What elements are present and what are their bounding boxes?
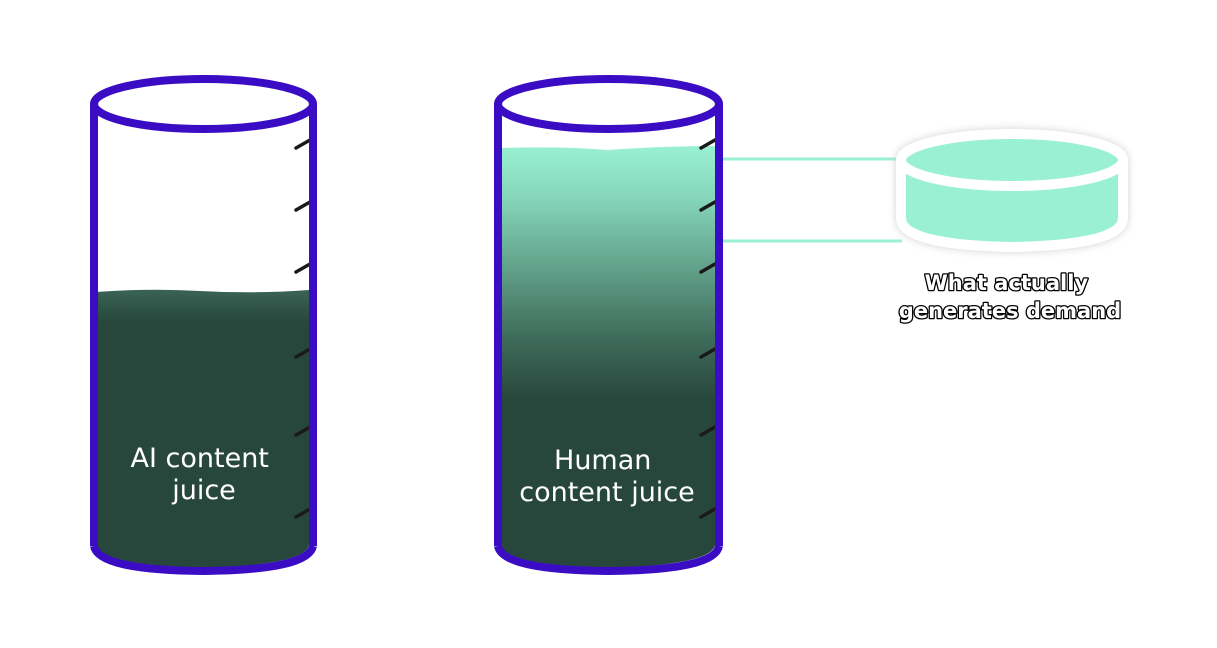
ai-cylinder-outline <box>90 75 317 576</box>
human-juice-label-line-1: Human <box>554 445 651 476</box>
demand-callout-line-1: What actually <box>925 271 1089 295</box>
human-juice-liquid <box>501 146 715 568</box>
ai-juice-liquid <box>96 289 309 568</box>
demand-callout-label: What actually generates demand <box>899 271 1121 323</box>
human-juice-label-line-2: content juice <box>519 477 695 508</box>
human-measurement-ticks <box>699 138 717 519</box>
connector-lines <box>723 157 902 243</box>
human-juice-cylinder: Human content juice <box>494 75 723 576</box>
ai-juice-cylinder: AI content juice <box>90 75 317 576</box>
human-cylinder-outline <box>494 75 723 576</box>
ai-juice-label-line-1: AI content <box>131 443 269 474</box>
demand-disc-top <box>896 129 1128 191</box>
demand-callout-line-2: generates demand <box>899 299 1121 323</box>
human-juice-label: Human content juice <box>519 445 695 508</box>
demand-disc <box>896 129 1128 252</box>
ai-juice-label: AI content juice <box>131 443 278 506</box>
ai-measurement-ticks <box>294 138 312 519</box>
ai-juice-label-line-2: juice <box>171 475 236 506</box>
